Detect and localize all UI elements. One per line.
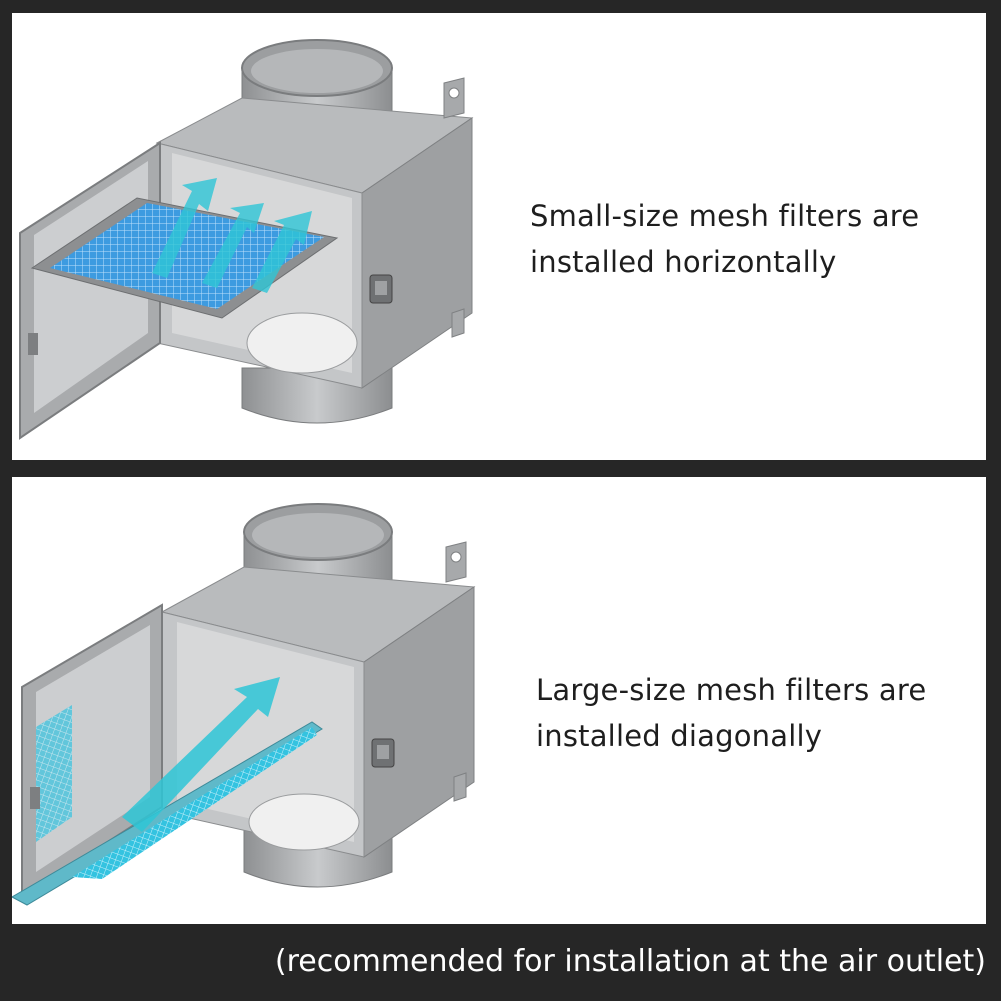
caption-line: installed diagonally	[536, 719, 823, 753]
panel-horizontal: Small-size mesh filters are installed ho…	[12, 13, 986, 460]
caption-horizontal: Small-size mesh filters are installed ho…	[530, 193, 919, 285]
caption-diagonal: Large-size mesh filters are installed di…	[536, 667, 926, 759]
caption-line: Small-size mesh filters are	[530, 199, 920, 233]
footer-bar: (recommended for installation at the air…	[0, 930, 1001, 1001]
caption-line: Large-size mesh filters are	[536, 673, 927, 707]
footer-note: (recommended for installation at the air…	[274, 944, 986, 979]
panel-diagonal: Large-size mesh filters are installed di…	[12, 477, 986, 924]
caption-line: installed horizontally	[530, 245, 837, 279]
duct-filter-box-horizontal-icon	[19, 39, 474, 440]
duct-filter-box-diagonal-icon	[12, 503, 476, 906]
